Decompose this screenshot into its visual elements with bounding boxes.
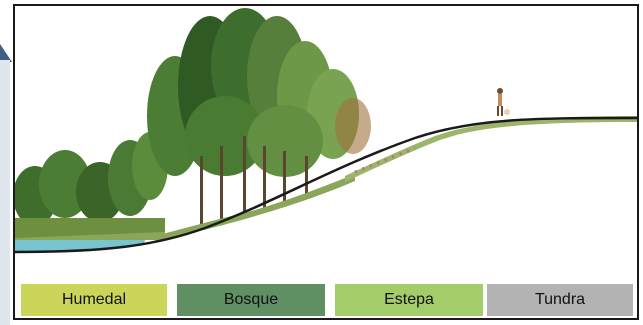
wetland-vegetation xyxy=(15,132,168,240)
zone-tundra: Tundra xyxy=(487,284,633,316)
ground-line xyxy=(15,116,637,254)
zone-estepa: Estepa xyxy=(335,284,483,316)
left-corner-arrow-icon xyxy=(0,44,12,62)
ecosystem-diagram-frame: Humedal Bosque Estepa Tundra xyxy=(13,4,639,320)
forest-trees xyxy=(147,8,371,242)
steppe-flowers xyxy=(354,146,416,174)
person-figure-icon xyxy=(497,88,510,116)
zone-legend-bar: Humedal Bosque Estepa Tundra xyxy=(21,284,633,316)
zone-humedal: Humedal xyxy=(21,284,167,316)
left-side-strip xyxy=(0,60,10,325)
zone-bosque: Bosque xyxy=(177,284,325,316)
ground-fill xyxy=(15,118,637,318)
landscape-illustration xyxy=(15,8,637,318)
